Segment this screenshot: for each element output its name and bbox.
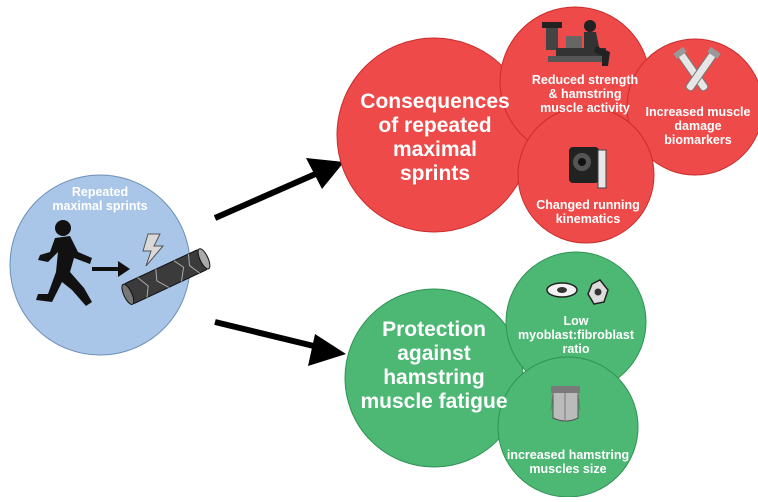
source-label: Repeated maximal sprints	[52, 185, 148, 213]
protection-title: Protection against hamstring muscle fati…	[360, 318, 508, 414]
protection-size-label: increased hamstring muscles size	[506, 448, 630, 476]
consequence-strength-label: Reduced strength & hamstring muscle acti…	[531, 73, 639, 115]
cells-icon	[546, 279, 609, 305]
dynamometer-icon	[542, 20, 610, 66]
running-person-icon	[36, 220, 92, 306]
consequence-kinematics-label: Changed running kinematics	[536, 198, 640, 226]
treadmill-icon	[569, 147, 607, 189]
test-tubes-icon	[673, 46, 721, 92]
arrow-to-consequences	[213, 158, 344, 221]
arrow-right-icon	[92, 261, 130, 277]
thigh-icon	[550, 386, 581, 422]
lightning-icon	[142, 233, 165, 267]
consequence-biomarkers-label: Increased muscle damage biomarkers	[645, 105, 751, 147]
consequences-title: Consequences of repeated maximal sprints	[360, 90, 510, 186]
arrow-to-protection	[214, 319, 346, 366]
protection-ratio-label: Low myoblast:fibroblast ratio	[518, 314, 634, 356]
muscle-fiber-icon	[121, 248, 211, 305]
protection-size-circle	[497, 356, 639, 498]
consequence-biomarkers-circle	[626, 38, 758, 176]
